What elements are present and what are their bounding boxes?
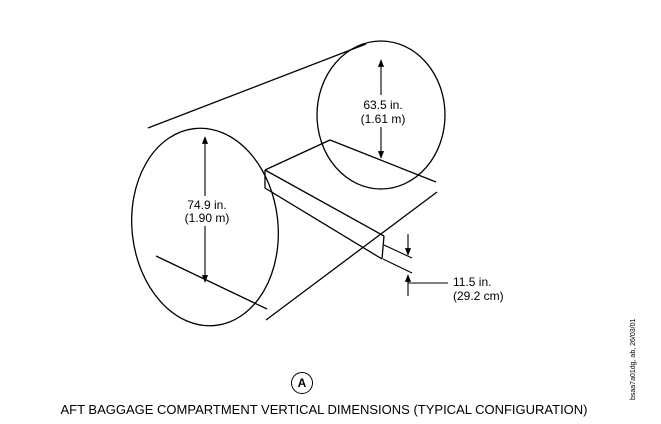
step-height-imperial: 11.5 in. — [453, 275, 491, 289]
figure-caption: AFT BAGGAGE COMPARTMENT VERTICAL DIMENSI… — [60, 402, 588, 417]
aft-floor-step — [264, 139, 437, 260]
upper-side-line — [147, 43, 367, 129]
view-letter-badge: A — [291, 372, 313, 394]
aft-height-metric: (1.61 m) — [361, 112, 406, 126]
aft-end-ellipse — [316, 40, 446, 190]
forward-height-imperial: 74.9 in. — [187, 198, 226, 212]
forward-height-label-bg — [178, 196, 236, 226]
step-upper-extension — [383, 244, 413, 259]
step-height-metric: (29.2 cm) — [453, 289, 504, 303]
drawing-reference-id: bsaa7a01dg, ab, 26/03/01 — [630, 318, 637, 400]
step-lower-extension — [382, 258, 413, 274]
aft-height-imperial: 63.5 in. — [363, 98, 402, 112]
aft-height-label-bg — [354, 95, 412, 127]
lower-side-line — [265, 191, 438, 321]
forward-floor-line — [155, 255, 268, 310]
forward-end-ellipse — [131, 127, 279, 327]
forward-height-metric: (1.90 m) — [185, 211, 230, 225]
